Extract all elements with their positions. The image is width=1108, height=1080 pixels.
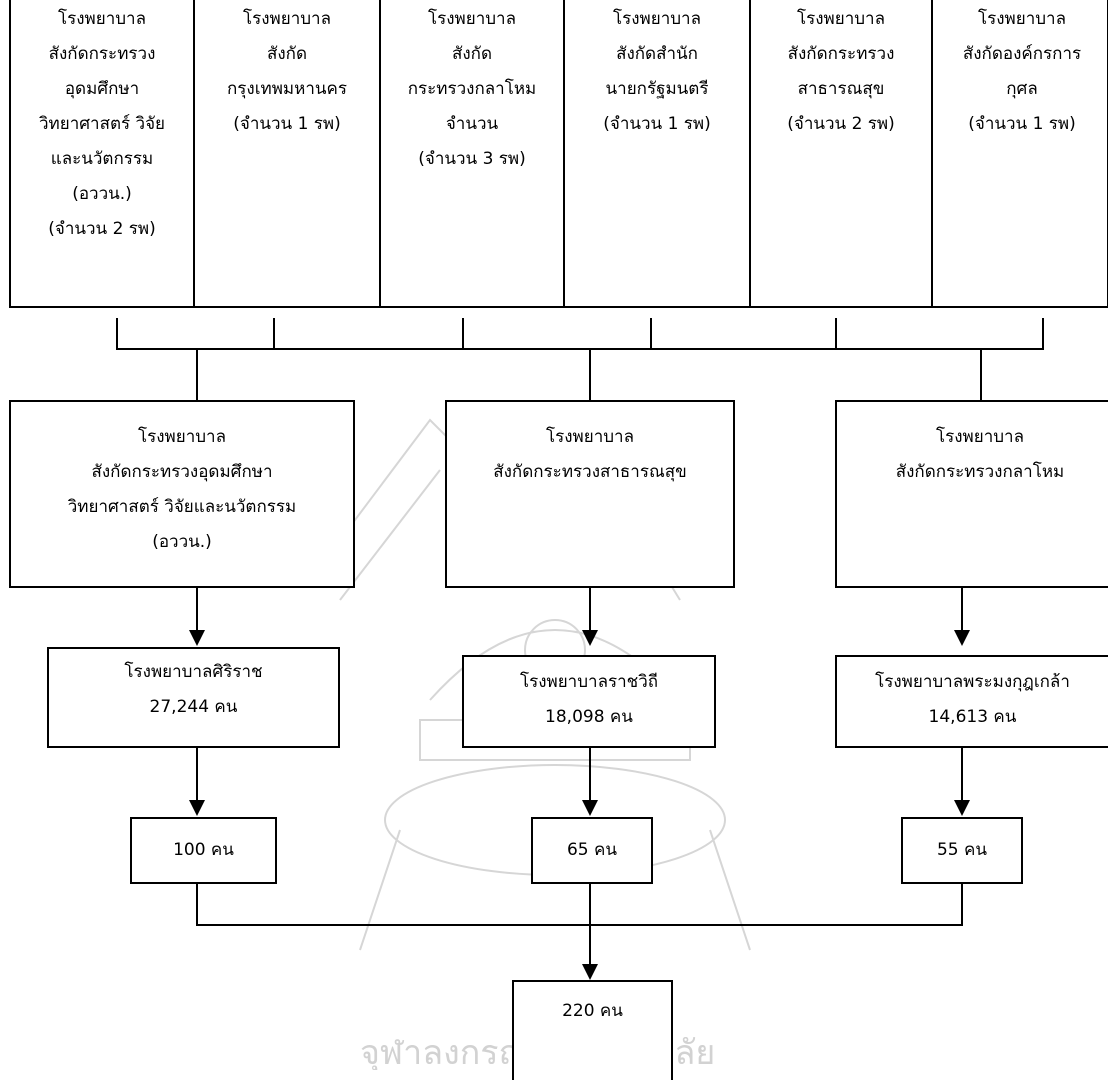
category-cell-public-health: โรงพยาบาลสังกัดกระทรวงสาธารณสุข (จำนวน 2 … [751, 0, 933, 306]
label-line: โรงพยาบาล [612, 9, 702, 29]
connector [116, 318, 118, 350]
label-line: (จำนวน 1 รพ) [233, 114, 341, 134]
hospital-box-siriraj: โรงพยาบาลศิริราช 27,244 คน [47, 647, 340, 748]
label-line: (จำนวน 2 รพ) [787, 114, 895, 134]
sample-box-rajavithi: 65 คน [531, 817, 653, 884]
connector [462, 318, 464, 350]
label-line: (จำนวน 1 รพ) [603, 114, 711, 134]
label-line: จำนวน [445, 114, 499, 134]
connector [961, 884, 963, 926]
label-line: (อววน.) [72, 184, 132, 204]
label-line: สังกัดกระทรวงสาธารณสุข [493, 462, 687, 482]
label-line: โรงพยาบาล [977, 9, 1067, 29]
label-line: กรุงเทพมหานคร [226, 79, 348, 99]
top-categories-table: โรงพยาบาลสังกัดกระทรวงอุดมศึกษาวิทยาศาสต… [9, 0, 1108, 308]
label-line: โรงพยาบาล [545, 427, 635, 447]
arrow-down-icon [582, 800, 598, 816]
connector [980, 348, 982, 400]
connector-merge [196, 924, 963, 926]
connector [589, 588, 591, 632]
label-line: กระทรวงกลาโหม [407, 79, 537, 99]
label-line: สังกัด [266, 44, 307, 64]
label-line: สังกัดกระทรวงอุดมศึกษา [91, 462, 273, 482]
sample-count: 55 คน [936, 840, 988, 860]
label-line: โรงพยาบาล [935, 427, 1025, 447]
connector [650, 318, 652, 350]
connector [589, 348, 591, 400]
sample-box-phramongkutklao: 55 คน [901, 817, 1023, 884]
label-line: (จำนวน 1 รพ) [968, 114, 1076, 134]
label-line: (จำนวน 3 รพ) [418, 149, 526, 169]
category-cell-charity: โรงพยาบาลสังกัดองค์กรการกุศล (จำนวน 1 รพ) [933, 0, 1108, 306]
label-line: สังกัด [451, 44, 492, 64]
ministry-box-public-health: โรงพยาบาลสังกัดกระทรวงสาธารณสุข [445, 400, 735, 588]
connector [1042, 318, 1044, 350]
label-line: โรงพยาบาล [242, 9, 332, 29]
label-line: กุศล [1006, 79, 1038, 99]
arrow-down-icon [189, 800, 205, 816]
label-line: วิทยาศาสตร์ วิจัย [38, 114, 165, 134]
label-line: วิทยาศาสตร์ วิจัยและนวัตกรรม [67, 497, 297, 517]
label-line: (อววน.) [152, 532, 212, 552]
hospital-population: 18,098 คน [545, 707, 633, 727]
ministry-box-defence: โรงพยาบาลสังกัดกระทรวงกลาโหม [835, 400, 1108, 588]
sample-count: 65 คน [566, 840, 618, 860]
connector [196, 748, 198, 802]
label-line: สังกัดกระทรวง [48, 44, 156, 64]
label-line: โรงพยาบาล [796, 9, 886, 29]
hospital-population: 14,613 คน [928, 707, 1017, 727]
category-cell-defence: โรงพยาบาลสังกัดกระทรวงกลาโหมจำนวน (จำนวน … [381, 0, 565, 306]
connector [273, 318, 275, 350]
connector [196, 348, 198, 400]
category-cell-mhesi: โรงพยาบาลสังกัดกระทรวงอุดมศึกษาวิทยาศาสต… [11, 0, 195, 306]
label-line: และนวัตกรรม [50, 149, 154, 169]
connector-bus [116, 348, 1044, 350]
connector [961, 588, 963, 632]
label-line: สังกัดองค์กรการ [962, 44, 1082, 64]
hospital-name: โรงพยาบาลพระมงกุฎเกล้า [875, 672, 1070, 692]
hospital-population: 27,244 คน [149, 697, 238, 717]
total-sample-count: 220 คน [562, 1001, 623, 1021]
label-line: สาธารณสุข [797, 79, 885, 99]
total-sample-box: 220 คน [512, 980, 673, 1080]
connector [589, 748, 591, 802]
category-cell-bma: โรงพยาบาลสังกัดกรุงเทพมหานคร (จำนวน 1 รพ) [195, 0, 381, 306]
label-line: โรงพยาบาล [57, 9, 147, 29]
connector [835, 318, 837, 350]
ministry-box-mhesi: โรงพยาบาลสังกัดกระทรวงอุดมศึกษาวิทยาศาสต… [9, 400, 355, 588]
label-line: โรงพยาบาล [137, 427, 227, 447]
label-line: สังกัดสำนัก [616, 44, 698, 64]
arrow-down-icon [189, 630, 205, 646]
arrow-down-icon [582, 964, 598, 980]
label-line: โรงพยาบาล [427, 9, 517, 29]
connector [196, 588, 198, 632]
connector [196, 884, 198, 926]
label-line: (จำนวน 2 รพ) [48, 219, 156, 239]
arrow-down-icon [954, 800, 970, 816]
hospital-name: โรงพยาบาลราชวิถี [519, 672, 659, 692]
hospital-box-phramongkutklao: โรงพยาบาลพระมงกุฎเกล้า 14,613 คน [835, 655, 1108, 748]
label-line: นายกรัฐมนตรี [605, 79, 709, 99]
connector [961, 748, 963, 802]
sample-box-siriraj: 100 คน [130, 817, 277, 884]
arrow-down-icon [582, 630, 598, 646]
arrow-down-icon [954, 630, 970, 646]
connector [589, 884, 591, 966]
category-cell-pm-office: โรงพยาบาลสังกัดสำนักนายกรัฐมนตรี (จำนวน 1… [565, 0, 751, 306]
label-line: อุดมศึกษา [64, 79, 140, 99]
label-line: สังกัดกระทรวงกลาโหม [895, 462, 1065, 482]
hospital-box-rajavithi: โรงพยาบาลราชวิถี 18,098 คน [462, 655, 716, 748]
sample-count: 100 คน [173, 840, 234, 860]
label-line: สังกัดกระทรวง [787, 44, 895, 64]
hospital-name: โรงพยาบาลศิริราช [124, 662, 263, 682]
